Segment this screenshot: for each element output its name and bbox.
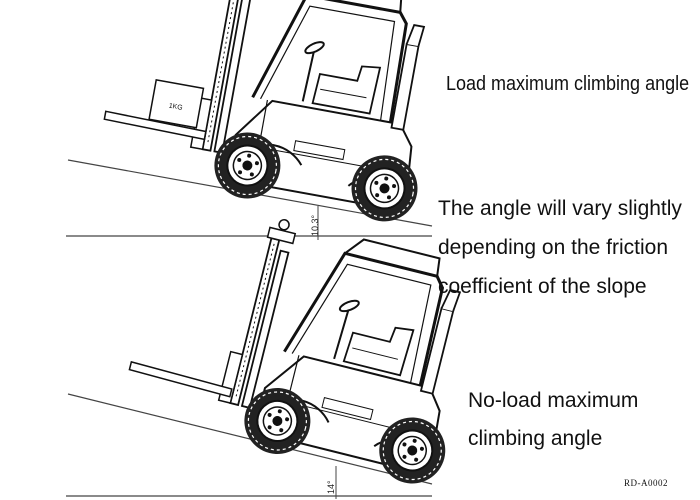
loaded-angle-value: 10.3° (310, 214, 320, 236)
unloaded-angle-value: 14° (326, 480, 336, 494)
unloaded-scene: 14° (66, 213, 480, 499)
unloaded-climbing-angle-label-line-2: climbing angle (468, 427, 603, 450)
friction-note-line-2: depending on the friction (438, 236, 669, 259)
unloaded-climbing-angle-label-line-1: No-load maximum (468, 389, 639, 412)
load-box (148, 78, 205, 129)
load-box-label: 1KG (168, 103, 183, 112)
reference-code: RD-A0002 (624, 478, 668, 488)
loaded-forklift: 1KG (103, 0, 443, 228)
loaded-climbing-angle-label: Load maximum climbing angle (446, 73, 690, 95)
unloaded-forklift (128, 213, 480, 492)
friction-note-line-1: The angle will vary slightly (438, 197, 682, 220)
loaded-scene: 1KG 10.3° (66, 0, 443, 240)
friction-note-line-3: coefficient of the slope (438, 275, 647, 298)
